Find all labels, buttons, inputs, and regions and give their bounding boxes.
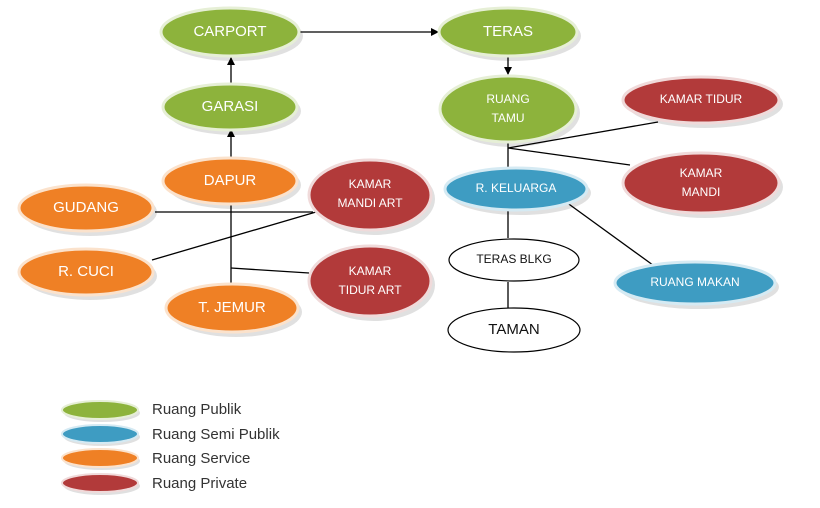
node-kamar-mandi-art[interactable]: KAMAR MANDI ART [307, 158, 435, 235]
legend-item-publik: Ruang Publik [61, 400, 242, 422]
node-teras-blkg-shape [448, 238, 580, 282]
node-taman-shape [447, 307, 581, 353]
node-kamar-mandi-shape [621, 151, 781, 215]
node-kamar-tidur-shape [621, 75, 781, 125]
node-kamar-mandi[interactable]: KAMAR MANDI [621, 151, 783, 218]
node-teras-shape [437, 6, 579, 58]
node-kamar-tidur-art[interactable]: KAMAR TIDUR ART [307, 244, 435, 321]
node-r-keluarga[interactable]: R. KELUARGA [443, 166, 591, 215]
legend-item-private: Ruang Private [61, 473, 247, 495]
node-kamar-tidur-art-label-1: KAMAR [349, 264, 392, 278]
legend-swatch-semi-publik [61, 424, 139, 444]
legend: Ruang Publik Ruang Semi Publik Ruang Ser… [61, 400, 280, 495]
node-kamar-mandi-label-1: KAMAR [680, 166, 723, 180]
node-taman[interactable]: TAMAN [447, 307, 581, 353]
node-kamar-mandi-art-shape [307, 158, 433, 232]
line-trunk-kamar-tidur-art [230, 267, 310, 274]
node-gudang[interactable]: GUDANG [17, 183, 157, 236]
node-ruang-tamu-label-2: TAMU [491, 111, 524, 125]
legend-swatch-private [61, 473, 139, 493]
node-kamar-mandi-art-label-1: KAMAR [349, 177, 392, 191]
node-teras-blkg[interactable]: TERAS BLKG [448, 238, 580, 282]
node-teras-label: TERAS [483, 23, 533, 40]
node-dapur-label: DAPUR [204, 172, 257, 189]
node-r-keluarga-shape [443, 166, 589, 212]
node-ruang-tamu-shape [438, 74, 578, 144]
legend-item-service: Ruang Service [61, 448, 250, 470]
legend-label-service: Ruang Service [152, 450, 250, 467]
node-kamar-tidur-label: KAMAR TIDUR [660, 92, 743, 106]
node-ruang-makan[interactable]: RUANG MAKAN [613, 260, 779, 309]
node-t-jemur[interactable]: T. JEMUR [164, 282, 302, 337]
node-r-cuci-shape [17, 247, 155, 297]
node-r-keluarga-label: R. KELUARGA [476, 181, 557, 195]
node-r-cuci[interactable]: R. CUCI [17, 247, 157, 300]
legend-label-publik: Ruang Publik [152, 401, 242, 418]
nodes: CARPORT TERAS GARASI RUANG TAMU KAMAR TI… [17, 6, 783, 353]
node-garasi[interactable]: GARASI [161, 82, 301, 135]
node-kamar-mandi-art-label-2: MANDI ART [337, 196, 403, 210]
line-tamu-kamar-mandi [507, 147, 631, 166]
legend-label-private: Ruang Private [152, 475, 247, 492]
node-ruang-tamu-label-1: RUANG [486, 92, 529, 106]
node-ruang-makan-shape [613, 260, 777, 306]
line-keluarga-ruang-makan [565, 201, 658, 269]
connections [151, 28, 659, 308]
node-carport[interactable]: CARPORT [159, 6, 303, 61]
node-carport-shape [159, 6, 301, 58]
legend-swatch-publik [61, 400, 139, 420]
node-gudang-shape [17, 183, 155, 233]
line-tamu-kamar-tidur [507, 121, 659, 149]
node-taman-label: TAMAN [488, 321, 539, 338]
node-kamar-mandi-label-2: MANDI [682, 185, 721, 199]
node-teras[interactable]: TERAS [437, 6, 581, 61]
node-gudang-label: GUDANG [53, 199, 119, 216]
node-ruang-makan-label: RUANG MAKAN [650, 275, 739, 289]
node-kamar-tidur[interactable]: KAMAR TIDUR [621, 75, 783, 128]
node-dapur[interactable]: DAPUR [161, 156, 301, 209]
node-teras-blkg-label: TERAS BLKG [476, 252, 551, 266]
node-t-jemur-label: T. JEMUR [198, 299, 266, 316]
node-garasi-label: GARASI [202, 98, 259, 115]
node-kamar-tidur-art-shape [307, 244, 433, 318]
node-garasi-shape [161, 82, 299, 132]
node-r-cuci-label: R. CUCI [58, 263, 114, 280]
node-carport-label: CARPORT [193, 23, 266, 40]
node-ruang-tamu[interactable]: RUANG TAMU [438, 74, 580, 147]
legend-item-semi-publik: Ruang Semi Publik [61, 424, 280, 446]
node-dapur-shape [161, 156, 299, 206]
line-rcuci-kamar-mandi-art [151, 211, 317, 261]
legend-swatch-service [61, 448, 139, 468]
legend-label-semi-publik: Ruang Semi Publik [152, 426, 280, 443]
node-t-jemur-shape [164, 282, 300, 334]
node-kamar-tidur-art-label-2: TIDUR ART [338, 283, 402, 297]
